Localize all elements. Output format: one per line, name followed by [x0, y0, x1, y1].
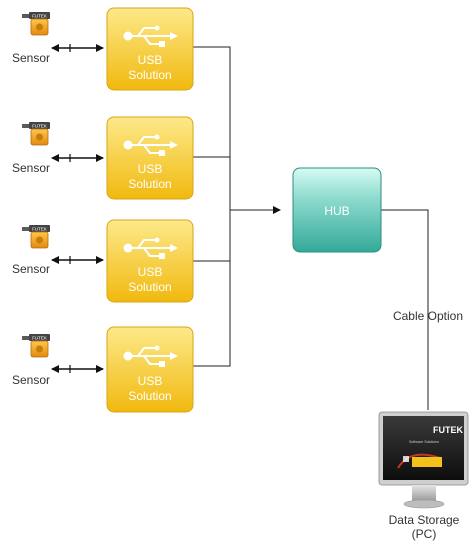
- usb-label-line1: USB: [138, 374, 163, 388]
- screen-subtitle-text: Software Solutions: [409, 440, 439, 444]
- screen-swoosh: [397, 453, 441, 469]
- storage-label-line1: Data Storage: [389, 513, 460, 527]
- usb-icon: [123, 237, 178, 259]
- usb-label-line1: USB: [138, 265, 163, 279]
- monitor-screen: [383, 416, 464, 480]
- sensor-label: Sensor: [12, 373, 50, 387]
- usb-solution-box: [106, 7, 194, 91]
- usb-label-line2: Solution: [128, 389, 171, 403]
- usb-solution-box: [106, 219, 194, 303]
- pc-monitor: FUTEK Software Solutions: [378, 411, 469, 509]
- usb-solution-box: [106, 326, 194, 413]
- sensor-tag-text: FUTEK: [32, 227, 47, 232]
- usb-label-line1: USB: [138, 53, 163, 67]
- usb-label-line2: Solution: [128, 177, 171, 191]
- sensor-device: FUTEK: [22, 334, 50, 358]
- hub-to-pc-cable: [381, 209, 429, 410]
- usb-label-line1: USB: [138, 162, 163, 176]
- screen-graphic: [412, 457, 442, 467]
- monitor-neck: [412, 485, 436, 501]
- hub-box: [292, 167, 382, 253]
- bus-lines: [193, 46, 429, 410]
- sensor-row-2: FUTEK Sensor USB Solution: [12, 116, 194, 200]
- sensor-label: Sensor: [12, 51, 50, 65]
- sensor-row-4: FUTEK Sensor USB Solution: [12, 326, 194, 413]
- usb-icon: [123, 345, 178, 367]
- usb-label-line2: Solution: [128, 68, 171, 82]
- screen-brand-text: FUTEK: [433, 425, 463, 435]
- sensor-tag-text: FUTEK: [32, 336, 47, 341]
- cable-option-label: Cable Option: [393, 309, 463, 323]
- usb-icon: [123, 134, 178, 156]
- sensor-row-3: FUTEK Sensor USB Solution: [12, 219, 194, 303]
- sensor-tag-text: FUTEK: [32, 14, 47, 19]
- sensor-label: Sensor: [12, 262, 50, 276]
- usb-icon: [123, 25, 178, 47]
- hub-node: HUB: [292, 167, 382, 253]
- sensor-device: FUTEK: [22, 225, 50, 249]
- sensor-device: FUTEK: [22, 122, 50, 146]
- hub-label: HUB: [324, 204, 349, 218]
- sensor-row-1: FUTEK Sensor USB Solution: [12, 7, 194, 91]
- sensor-tag-text: FUTEK: [32, 124, 47, 129]
- usb-label-line2: Solution: [128, 280, 171, 294]
- sensor-device: FUTEK: [22, 12, 50, 36]
- storage-label-line2: (PC): [412, 527, 437, 541]
- monitor-base: [403, 499, 445, 509]
- usb-solution-box: [106, 116, 194, 200]
- sensor-label: Sensor: [12, 161, 50, 175]
